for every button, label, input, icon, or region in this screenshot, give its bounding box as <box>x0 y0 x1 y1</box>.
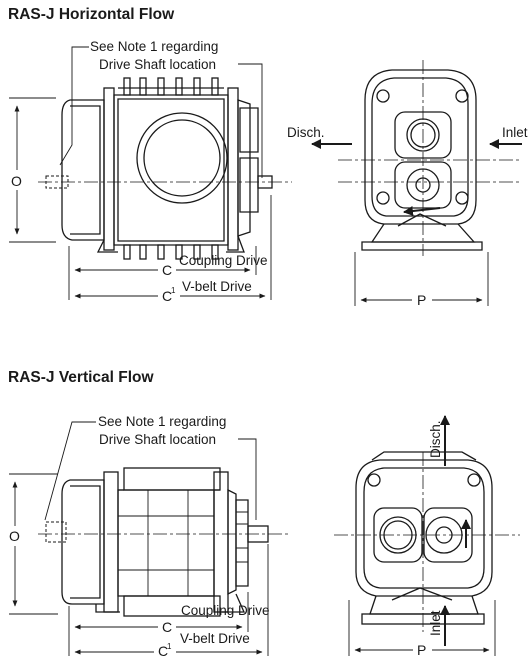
vertical-dim-o: O <box>9 473 58 615</box>
horizontal-flow-section: RAS-J Horizontal Flow See Note 1 regardi… <box>8 6 528 308</box>
vertical-flow-section: RAS-J Vertical Flow See Note 1 regarding… <box>8 369 520 659</box>
vertical-coupling-drive-label: Coupling Drive <box>181 603 270 618</box>
vertical-dim-c-label: C <box>162 619 172 635</box>
vertical-note-line2: Drive Shaft location <box>99 432 216 447</box>
horizontal-coupling-drive-label: Coupling Drive <box>179 253 268 268</box>
vertical-drive-shaft-note: See Note 1 regarding Drive Shaft locatio… <box>44 414 257 521</box>
vertical-vbelt-drive-label: V-belt Drive <box>180 631 250 646</box>
horizontal-dim-c1-superscript: 1 <box>171 286 176 295</box>
horizontal-dim-p-label: P <box>417 292 426 308</box>
horizontal-inlet-label: Inlet <box>502 125 528 140</box>
vertical-dim-c1-label: C <box>158 643 168 659</box>
vertical-flow-title: RAS-J Vertical Flow <box>8 369 155 386</box>
vertical-dim-p-label: P <box>417 642 426 658</box>
vertical-dim-c: C Coupling Drive C 1 V-belt Drive <box>68 544 270 659</box>
horizontal-note-line2: Drive Shaft location <box>99 57 216 72</box>
horizontal-dim-o: O <box>9 97 56 243</box>
vertical-dim-o-label: O <box>9 528 20 544</box>
horizontal-dim-o-label: O <box>11 173 22 189</box>
horizontal-end-view: Disch. Inlet <box>287 60 528 256</box>
vertical-side-view <box>38 467 290 617</box>
horizontal-note-line1: See Note 1 regarding <box>90 39 218 54</box>
horizontal-side-view <box>38 77 292 260</box>
horizontal-drive-shaft-note: See Note 1 regarding Drive Shaft locatio… <box>59 39 263 178</box>
vertical-end-view: Disch. Inlet <box>334 415 520 646</box>
horizontal-disch-label: Disch. <box>287 125 325 140</box>
horizontal-dim-c1-label: C <box>162 288 172 304</box>
horizontal-dim-c-label: C <box>162 262 172 278</box>
horizontal-flow-title: RAS-J Horizontal Flow <box>8 6 175 23</box>
horizontal-dim-p: P <box>354 252 489 308</box>
vertical-inlet-label: Inlet <box>428 610 443 636</box>
vertical-note-line1: See Note 1 regarding <box>98 414 226 429</box>
vertical-disch-label: Disch. <box>428 420 443 458</box>
horizontal-vbelt-drive-label: V-belt Drive <box>182 279 252 294</box>
horizontal-dim-c: C Coupling Drive C 1 V-belt Drive <box>68 195 272 304</box>
vertical-dim-p: P <box>348 600 496 658</box>
vertical-dim-c1-superscript: 1 <box>167 642 172 651</box>
